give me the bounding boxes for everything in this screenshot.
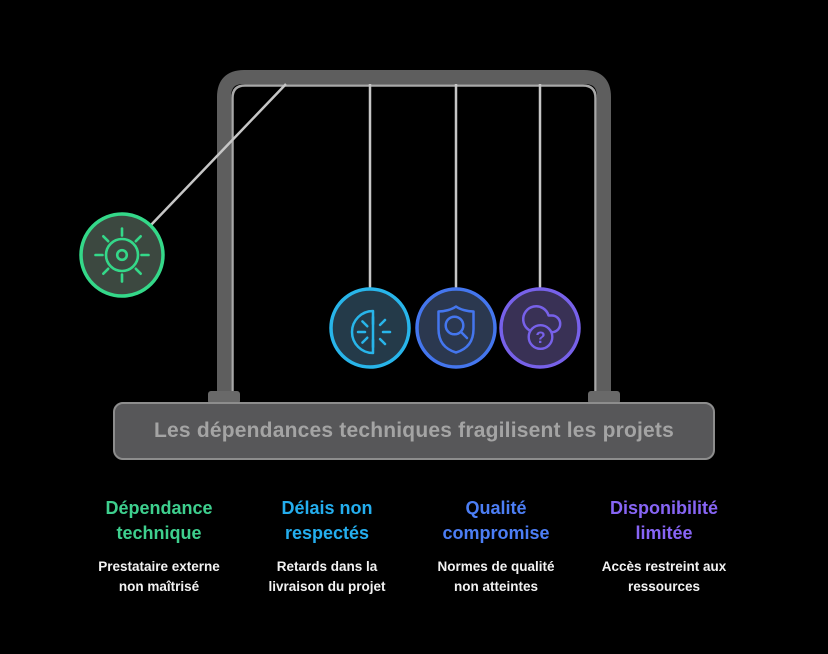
body-line: non maîtrisé	[118, 579, 200, 594]
frame-foot-left	[208, 391, 240, 404]
legend-body: Prestataire externe non maîtrisé	[59, 557, 259, 597]
shield-magnifier-icon	[437, 305, 475, 354]
frame-tube	[217, 70, 611, 403]
legend-body: Normes de qualité non atteintes	[396, 557, 596, 597]
body-line: Retards dans la	[276, 559, 378, 574]
ball-dependance	[79, 212, 165, 298]
heading-line: technique	[116, 523, 202, 543]
legend-column-qualite: Qualité compromise Normes de qualité non…	[396, 496, 596, 597]
legend-heading: Qualité compromise	[396, 496, 596, 546]
legend-column-dependance: Dépendance technique Prestataire externe…	[59, 496, 259, 597]
gauge-icon	[350, 309, 392, 355]
body-line: Accès restreint aux	[601, 559, 727, 574]
legend-body: Accès restreint aux ressources	[564, 557, 764, 597]
body-line: Prestataire externe	[98, 559, 220, 574]
heading-line: compromise	[442, 523, 550, 543]
legend-column-disponibilite: Disponibilité limitée Accès restreint au…	[564, 496, 764, 597]
sun-gear-icon	[94, 227, 150, 283]
ball-delais	[329, 287, 411, 369]
body-line: ressources	[627, 579, 701, 594]
frame-highlight	[231, 84, 597, 403]
heading-line: Délais non	[281, 498, 373, 518]
infographic-title: Les dépendances techniques fragilisent l…	[154, 419, 674, 442]
legend-heading: Disponibilité limitée	[564, 496, 764, 546]
strings	[149, 83, 542, 292]
body-line: Normes de qualité	[437, 559, 555, 574]
ball-qualite	[415, 287, 497, 369]
heading-line: Qualité	[465, 498, 527, 518]
legend-column-delais: Délais non respectés Retards dans la liv…	[227, 496, 427, 597]
body-line: non atteintes	[453, 579, 538, 594]
heading-line: Dépendance	[105, 498, 213, 518]
heading-line: Disponibilité	[610, 498, 718, 518]
base-plate: Les dépendances techniques fragilisent l…	[113, 402, 715, 460]
string-swung	[149, 83, 287, 227]
frame-foot-right	[588, 391, 620, 404]
legend-heading: Dépendance technique	[59, 496, 259, 546]
legend-heading: Délais non respectés	[227, 496, 427, 546]
question-mark-glyph: ?	[535, 329, 545, 347]
body-line: livraison du projet	[268, 579, 386, 594]
legend-body: Retards dans la livraison du projet	[227, 557, 427, 597]
heading-line: respectés	[284, 523, 370, 543]
heading-line: limitée	[635, 523, 693, 543]
cloud-question-icon: ?	[521, 305, 562, 351]
